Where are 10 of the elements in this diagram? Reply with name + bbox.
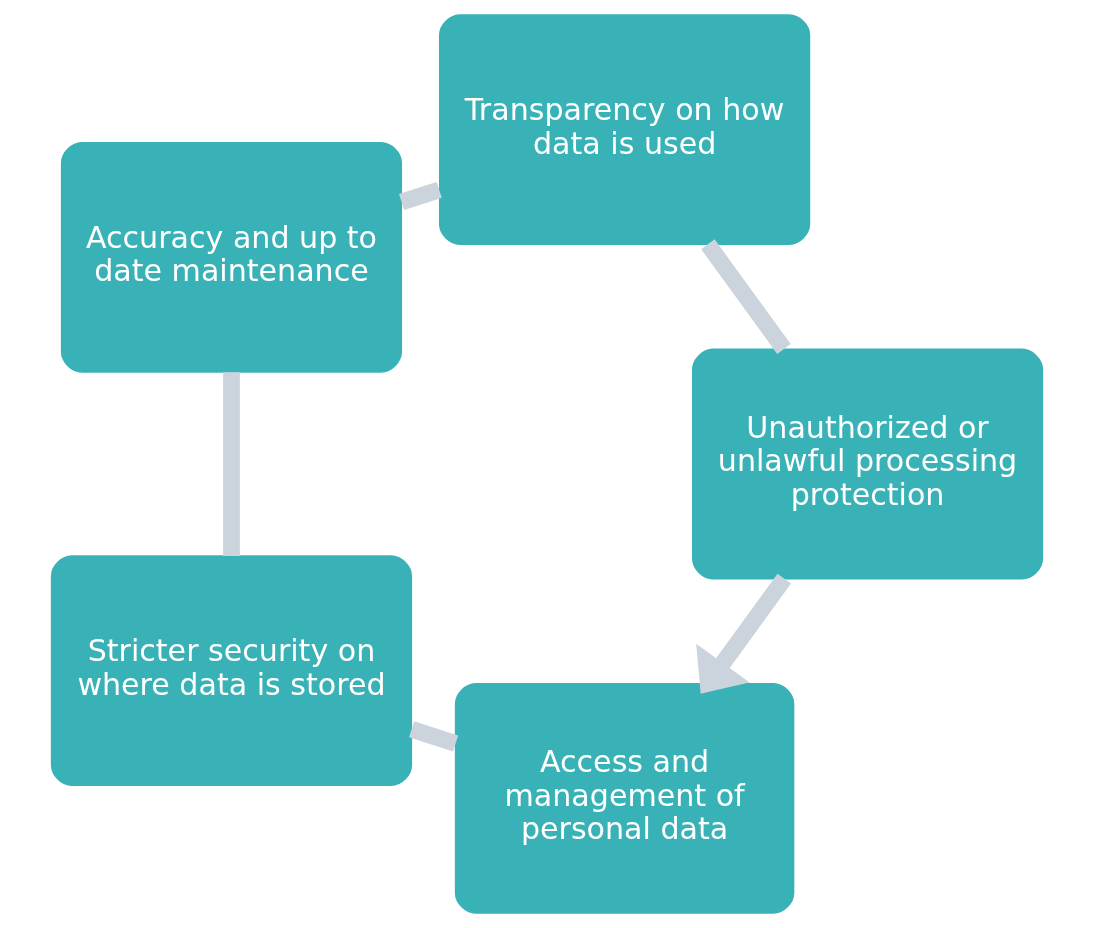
- node-box: Accuracy and up to date maintenance: [60, 141, 403, 373]
- node-box: Access and management of personal data: [454, 683, 795, 914]
- connector: [409, 721, 459, 752]
- node-box: Unauthorized or unlawful processing protection: [691, 348, 1044, 580]
- connector: [399, 181, 442, 210]
- connector: [701, 239, 791, 354]
- connector: [223, 372, 240, 557]
- arrow: [696, 573, 792, 694]
- node-box: Stricter security on where data is stored: [50, 555, 413, 787]
- node-box: Transparency on how data is used: [438, 14, 811, 245]
